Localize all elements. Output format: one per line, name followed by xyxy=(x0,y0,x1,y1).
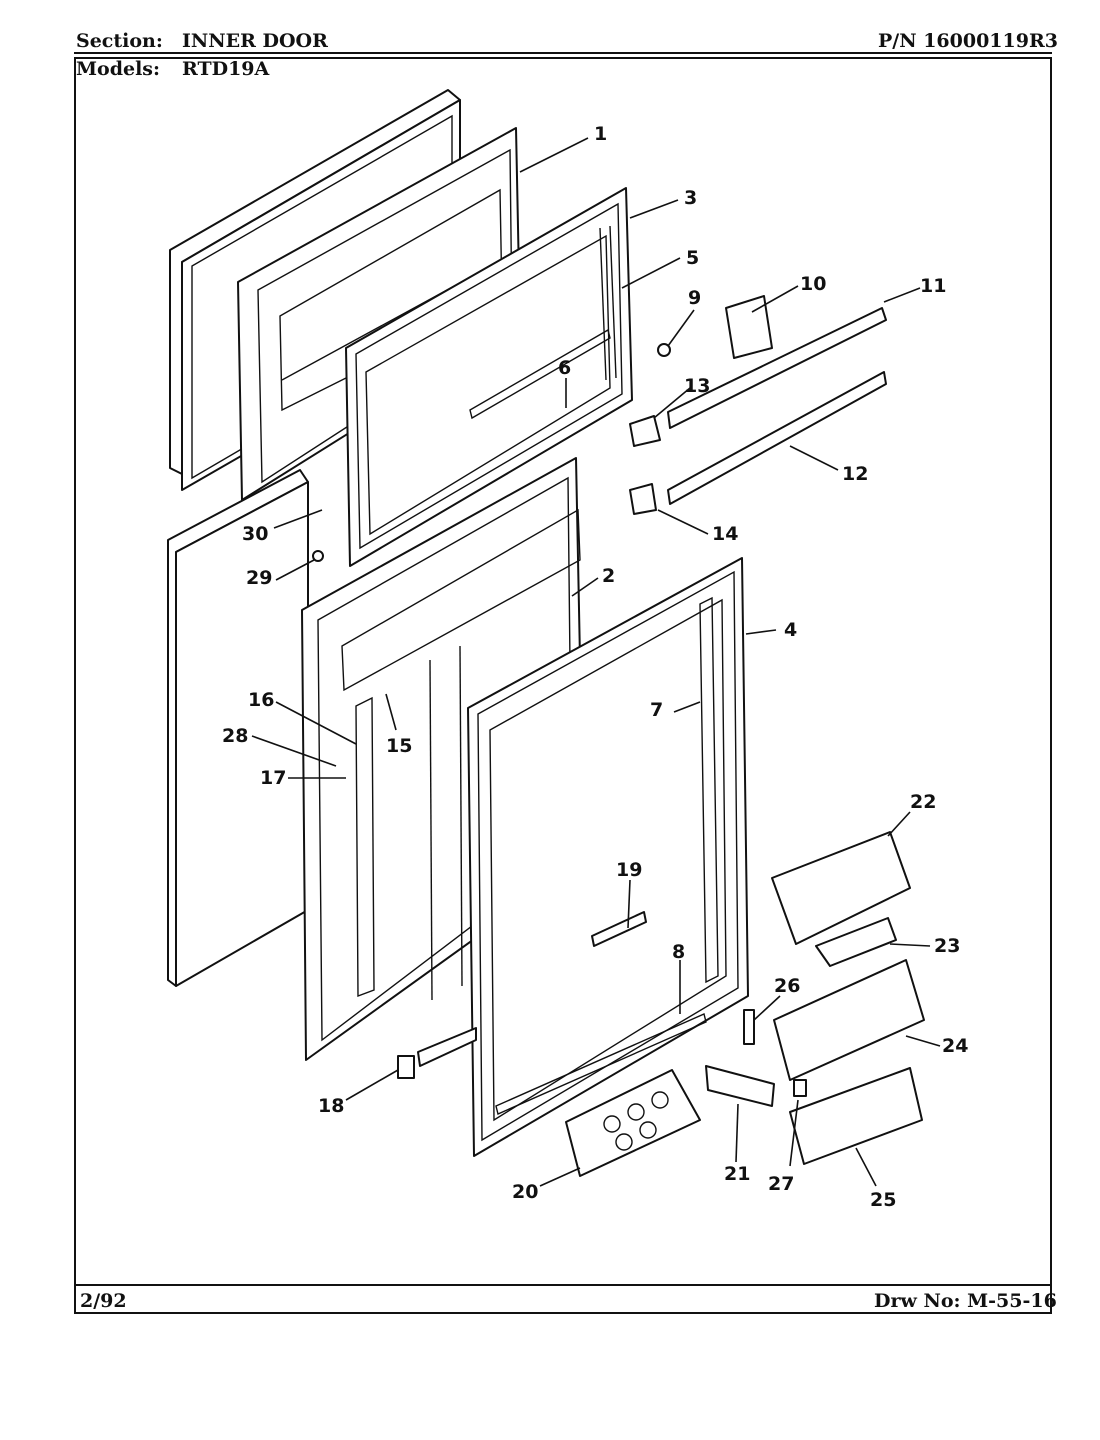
door-trim-pieces xyxy=(629,295,887,515)
callout-29: 29 xyxy=(246,567,272,589)
callout-19: 19 xyxy=(616,859,642,881)
header-rule xyxy=(74,52,1052,54)
door-bins xyxy=(773,959,925,1165)
callout-15: 15 xyxy=(386,735,412,757)
callout-27: 27 xyxy=(768,1173,794,1195)
lower-trim-strips xyxy=(417,911,707,1115)
models-value: RTD19A xyxy=(182,58,270,80)
sheet-frame xyxy=(74,57,1052,1314)
part-number: P/N 16000119R3 xyxy=(878,30,1058,52)
drawing-number: Drw No: M-55-16 xyxy=(874,1290,1057,1312)
dairy-compartment xyxy=(771,831,911,967)
callout-21: 21 xyxy=(724,1163,750,1185)
callout-12: 12 xyxy=(842,463,868,485)
callout-1: 1 xyxy=(594,123,607,145)
freezer-door-gasket xyxy=(345,187,633,567)
callout-26: 26 xyxy=(774,975,800,997)
footer-rule xyxy=(74,1284,1052,1286)
section-value: INNER DOOR xyxy=(182,30,328,52)
shelf-support-strips xyxy=(355,596,719,998)
callout-28: 28 xyxy=(222,725,248,747)
models-label: Models: xyxy=(76,58,161,80)
callout-3: 3 xyxy=(684,187,697,209)
fresh-food-door-gasket xyxy=(467,557,749,1157)
callout-23: 23 xyxy=(934,935,960,957)
leader-lines xyxy=(251,137,941,1187)
freezer-breaker-strips xyxy=(469,225,617,420)
callout-20: 20 xyxy=(512,1181,538,1203)
callout-22: 22 xyxy=(910,791,936,813)
callout-14: 14 xyxy=(712,523,738,545)
callout-9: 9 xyxy=(688,287,701,309)
footer-date: 2/92 xyxy=(80,1290,127,1312)
callout-6: 6 xyxy=(558,357,571,379)
callout-5: 5 xyxy=(686,247,699,269)
callout-13: 13 xyxy=(684,375,710,397)
callout-8: 8 xyxy=(672,941,685,963)
callout-17: 17 xyxy=(260,767,286,789)
callout-24: 24 xyxy=(942,1035,968,1057)
callout-11: 11 xyxy=(920,275,946,297)
egg-bin-and-small-parts xyxy=(312,343,807,1177)
callout-2: 2 xyxy=(602,565,615,587)
callout-18: 18 xyxy=(318,1095,344,1117)
callout-4: 4 xyxy=(784,619,797,641)
callout-30: 30 xyxy=(242,523,268,545)
callout-25: 25 xyxy=(870,1189,896,1211)
callout-7: 7 xyxy=(650,699,663,721)
callout-16: 16 xyxy=(248,689,274,711)
callout-10: 10 xyxy=(800,273,826,295)
section-label: Section: xyxy=(76,30,163,52)
callout-labels: 1 2 3 4 5 6 7 8 9 10 11 12 13 14 15 16 1… xyxy=(222,123,968,1211)
